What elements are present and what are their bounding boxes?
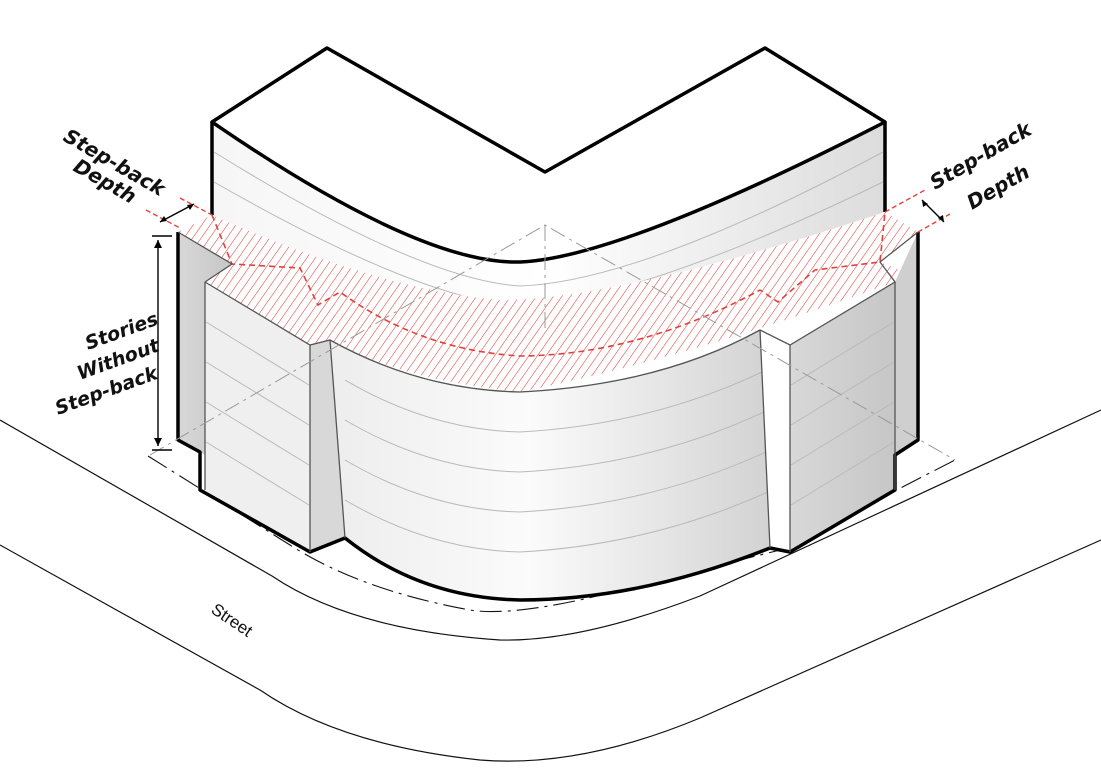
street-curb-outer xyxy=(0,539,1101,762)
stepback-depth-dimension-right: Step-back Depth xyxy=(884,116,1037,233)
podium-outline xyxy=(176,232,920,602)
podium-left-block xyxy=(205,282,310,552)
lower-podium xyxy=(176,231,920,602)
podium-left-notch xyxy=(310,340,345,552)
upper-tower-roof xyxy=(210,46,887,264)
podium-right-wing xyxy=(895,232,918,455)
stories-dimension: Stories Without Step-back xyxy=(52,235,172,451)
podium-right-block xyxy=(790,282,895,552)
podium-front-curve xyxy=(330,330,770,600)
street-label: Street xyxy=(208,600,256,641)
stepback-terrace xyxy=(178,211,918,392)
podium-floor-lines xyxy=(205,321,895,553)
upper-tower xyxy=(210,46,887,307)
stepback-depth-dimension-left: Step-back Depth xyxy=(60,124,215,229)
stepback-dashed-edge xyxy=(211,211,886,357)
stepback-hatch-area xyxy=(178,212,918,392)
podium-edges xyxy=(177,231,919,552)
footprint-guide xyxy=(149,224,956,461)
street-curb-inner xyxy=(0,409,1101,641)
podium-right-notch xyxy=(760,330,790,552)
